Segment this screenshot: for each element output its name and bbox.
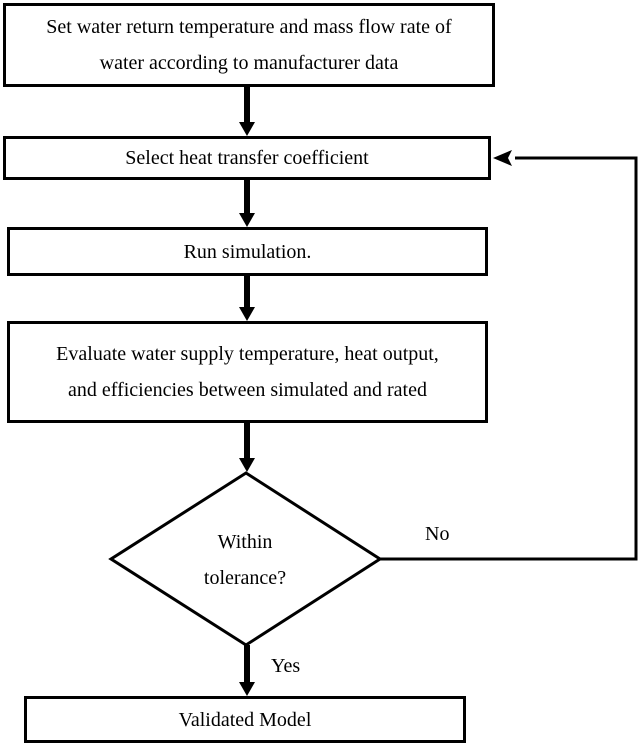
step-select-heat-transfer: Select heat transfer coefficient [3, 136, 491, 180]
decision-line1: Within [217, 531, 273, 553]
arrow-decision-to-validated [239, 645, 255, 696]
step-evaluate-results: Evaluate water supply temperature, heat … [7, 321, 488, 423]
step4-line1: Evaluate water supply temperature, heat … [56, 343, 439, 365]
decision-line2: tolerance? [203, 567, 287, 589]
no-label: No [425, 523, 450, 545]
step-run-simulation: Run simulation. [7, 227, 488, 276]
step4-line2: and efficiencies between simulated and r… [68, 379, 427, 401]
arrow-step2-to-step3 [239, 180, 255, 227]
step-set-water-return: Set water return temperature and mass fl… [3, 3, 495, 87]
loop-no-path [380, 156, 638, 561]
decision-label: Within tolerance? [170, 524, 320, 596]
step1-line2: water according to manufacturer data [99, 52, 399, 74]
step5-line1: Validated Model [178, 708, 312, 731]
step2-line1: Select heat transfer coefficient [125, 147, 369, 169]
arrow-step4-to-decision [239, 423, 255, 472]
arrow-step3-to-step4 [239, 276, 255, 321]
arrow-no-to-step2 [493, 150, 512, 166]
arrow-step1-to-step2 [239, 87, 255, 136]
step1-line1: Set water return temperature and mass fl… [46, 16, 452, 38]
step3-line1: Run simulation. [183, 240, 312, 263]
step-validated-model: Validated Model [24, 696, 466, 743]
yes-label: Yes [271, 655, 301, 677]
